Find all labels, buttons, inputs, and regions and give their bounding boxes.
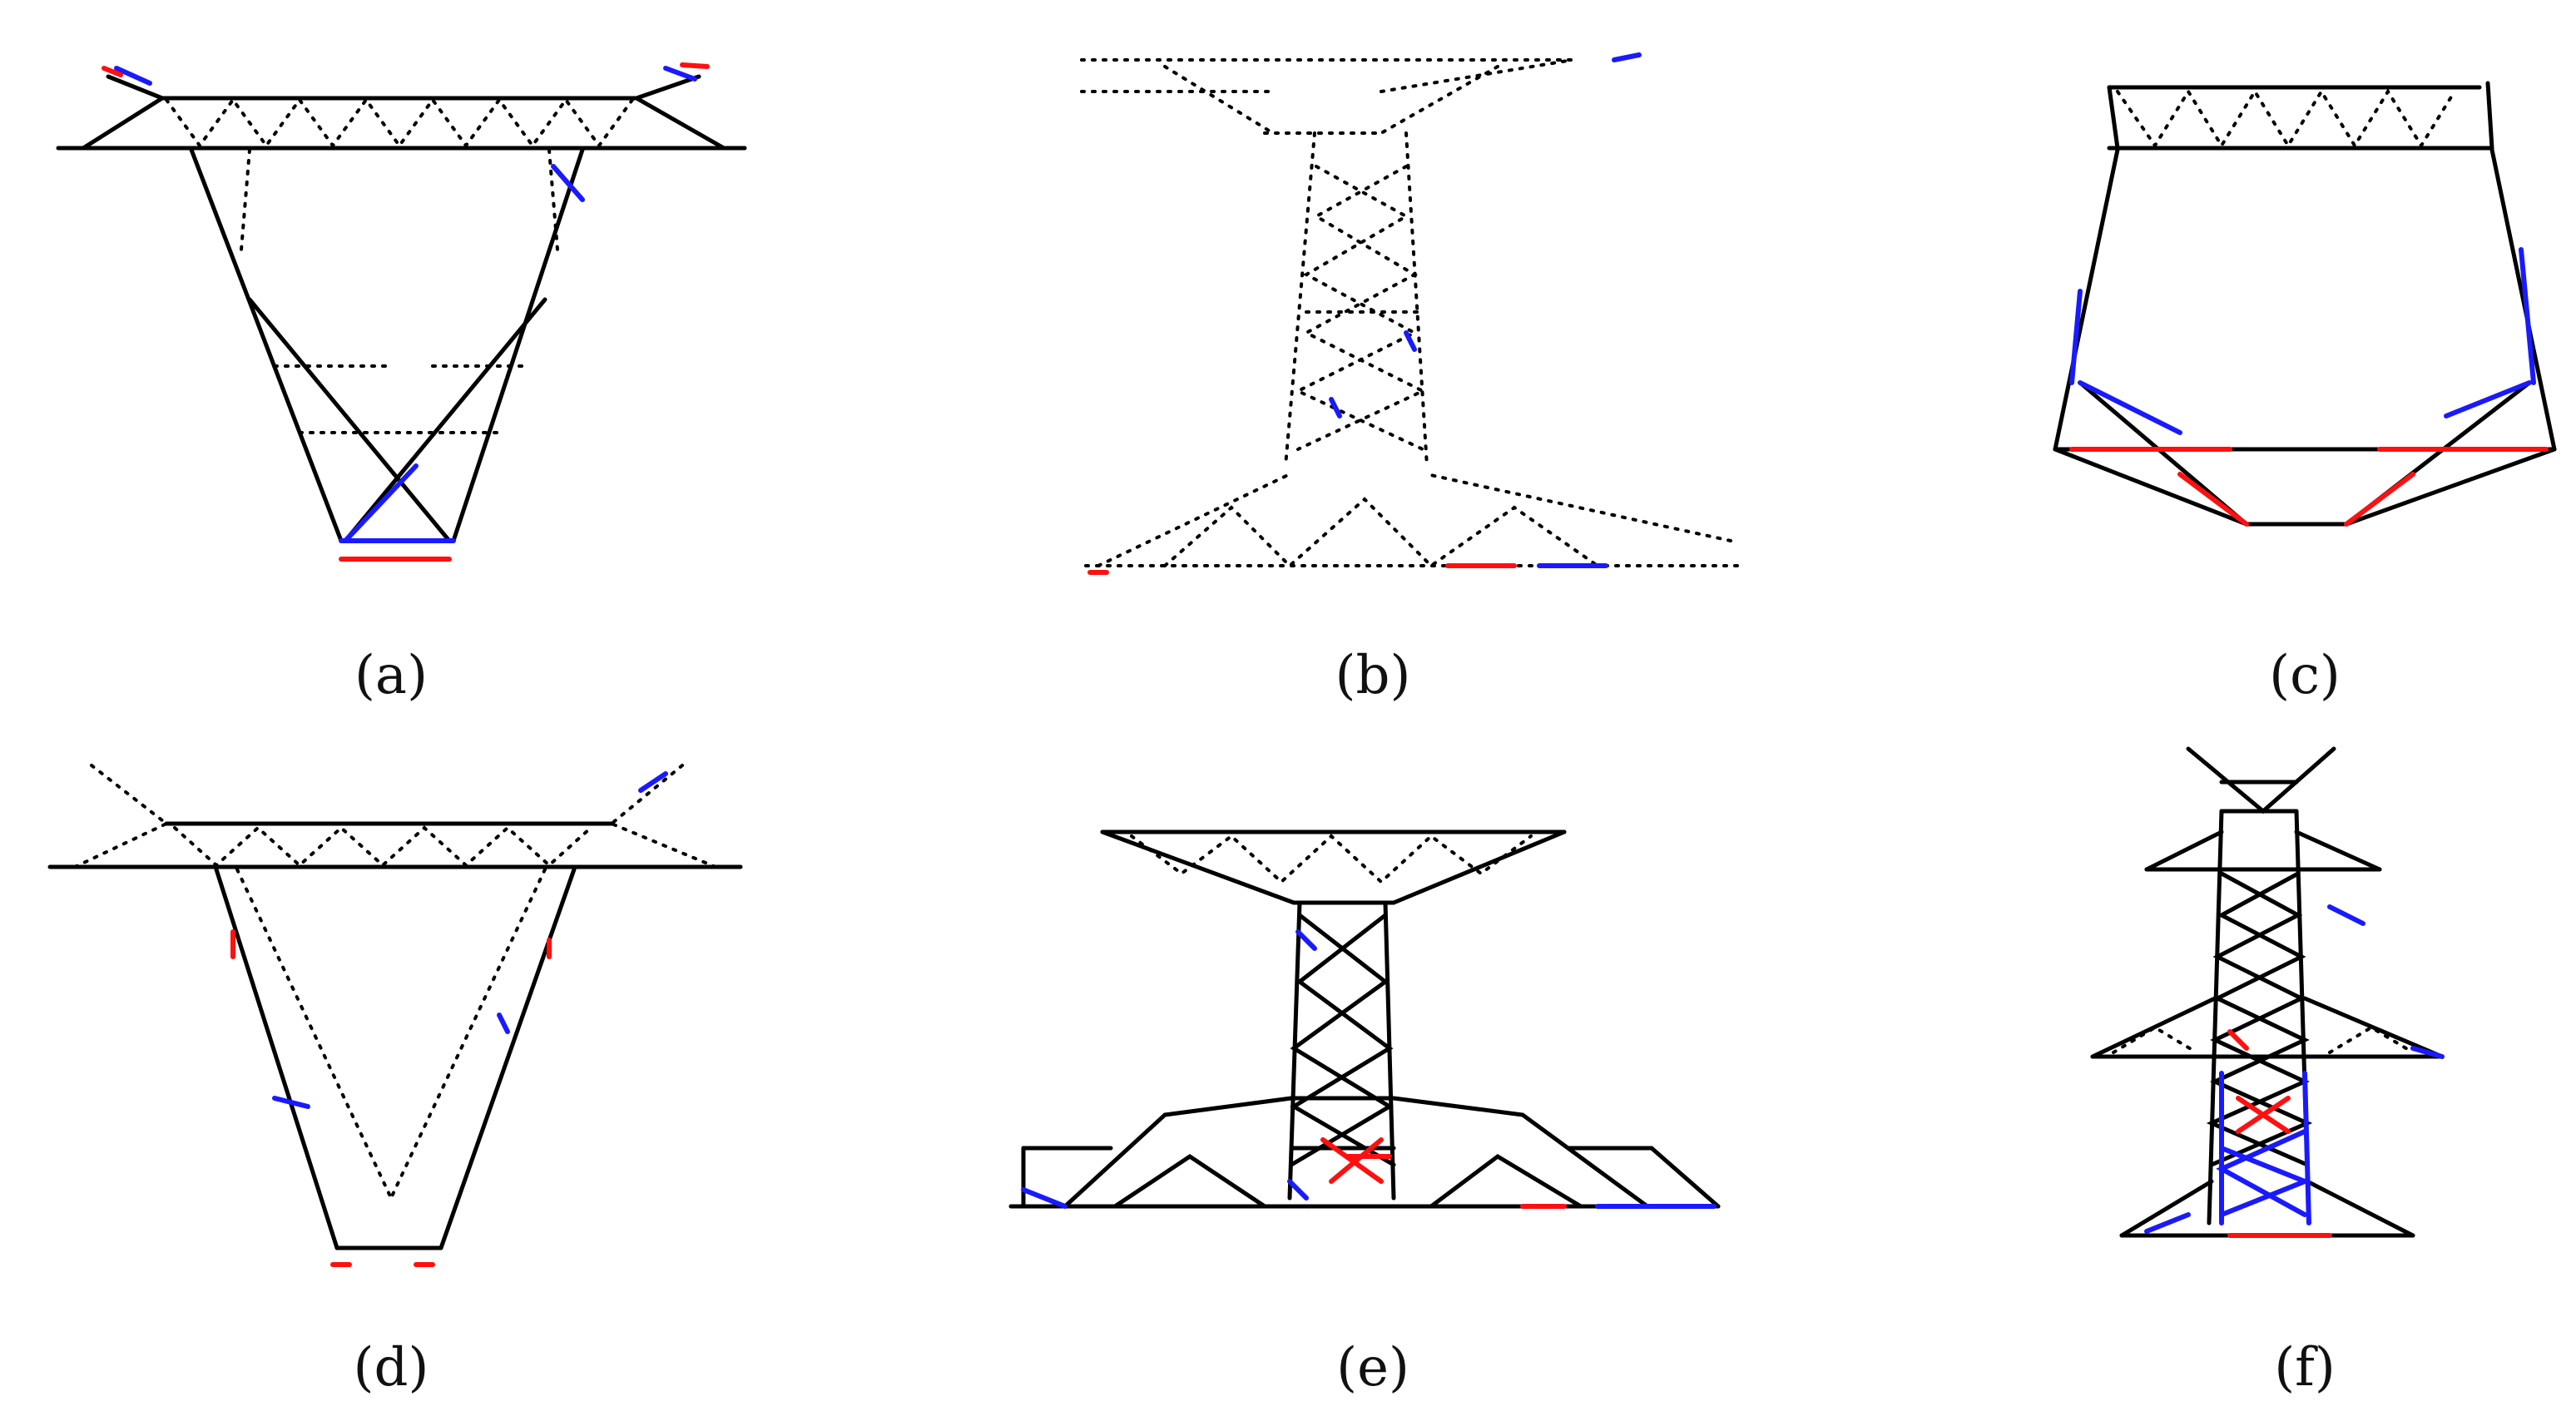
tower-f-pointcloud [2090,746,2445,1238]
tower-d-pointcloud [47,764,743,1267]
panel-a-tower: (a) [0,0,832,702]
panel-c-label: (c) [2269,645,2341,706]
panel-c-tower: (c) [1830,0,2576,702]
panel-e-label: (e) [1336,1337,1409,1399]
panel-d-tower: (d) [0,715,832,1394]
tower-b-pointcloud [1080,52,1745,575]
panel-a-label: (a) [354,645,429,706]
panel-b-tower: (b) [915,0,1747,702]
tower-a-pointcloud [56,62,747,562]
tower-c-pointcloud [2053,81,2557,527]
tower-e-pointcloud [1008,829,1721,1209]
panel-f-label: (f) [2274,1337,2336,1399]
panel-e-tower: (e) [915,715,1747,1394]
panel-b-label: (b) [1335,645,1411,706]
panel-f-tower: (f) [1830,715,2576,1394]
panel-d-label: (d) [353,1337,429,1399]
